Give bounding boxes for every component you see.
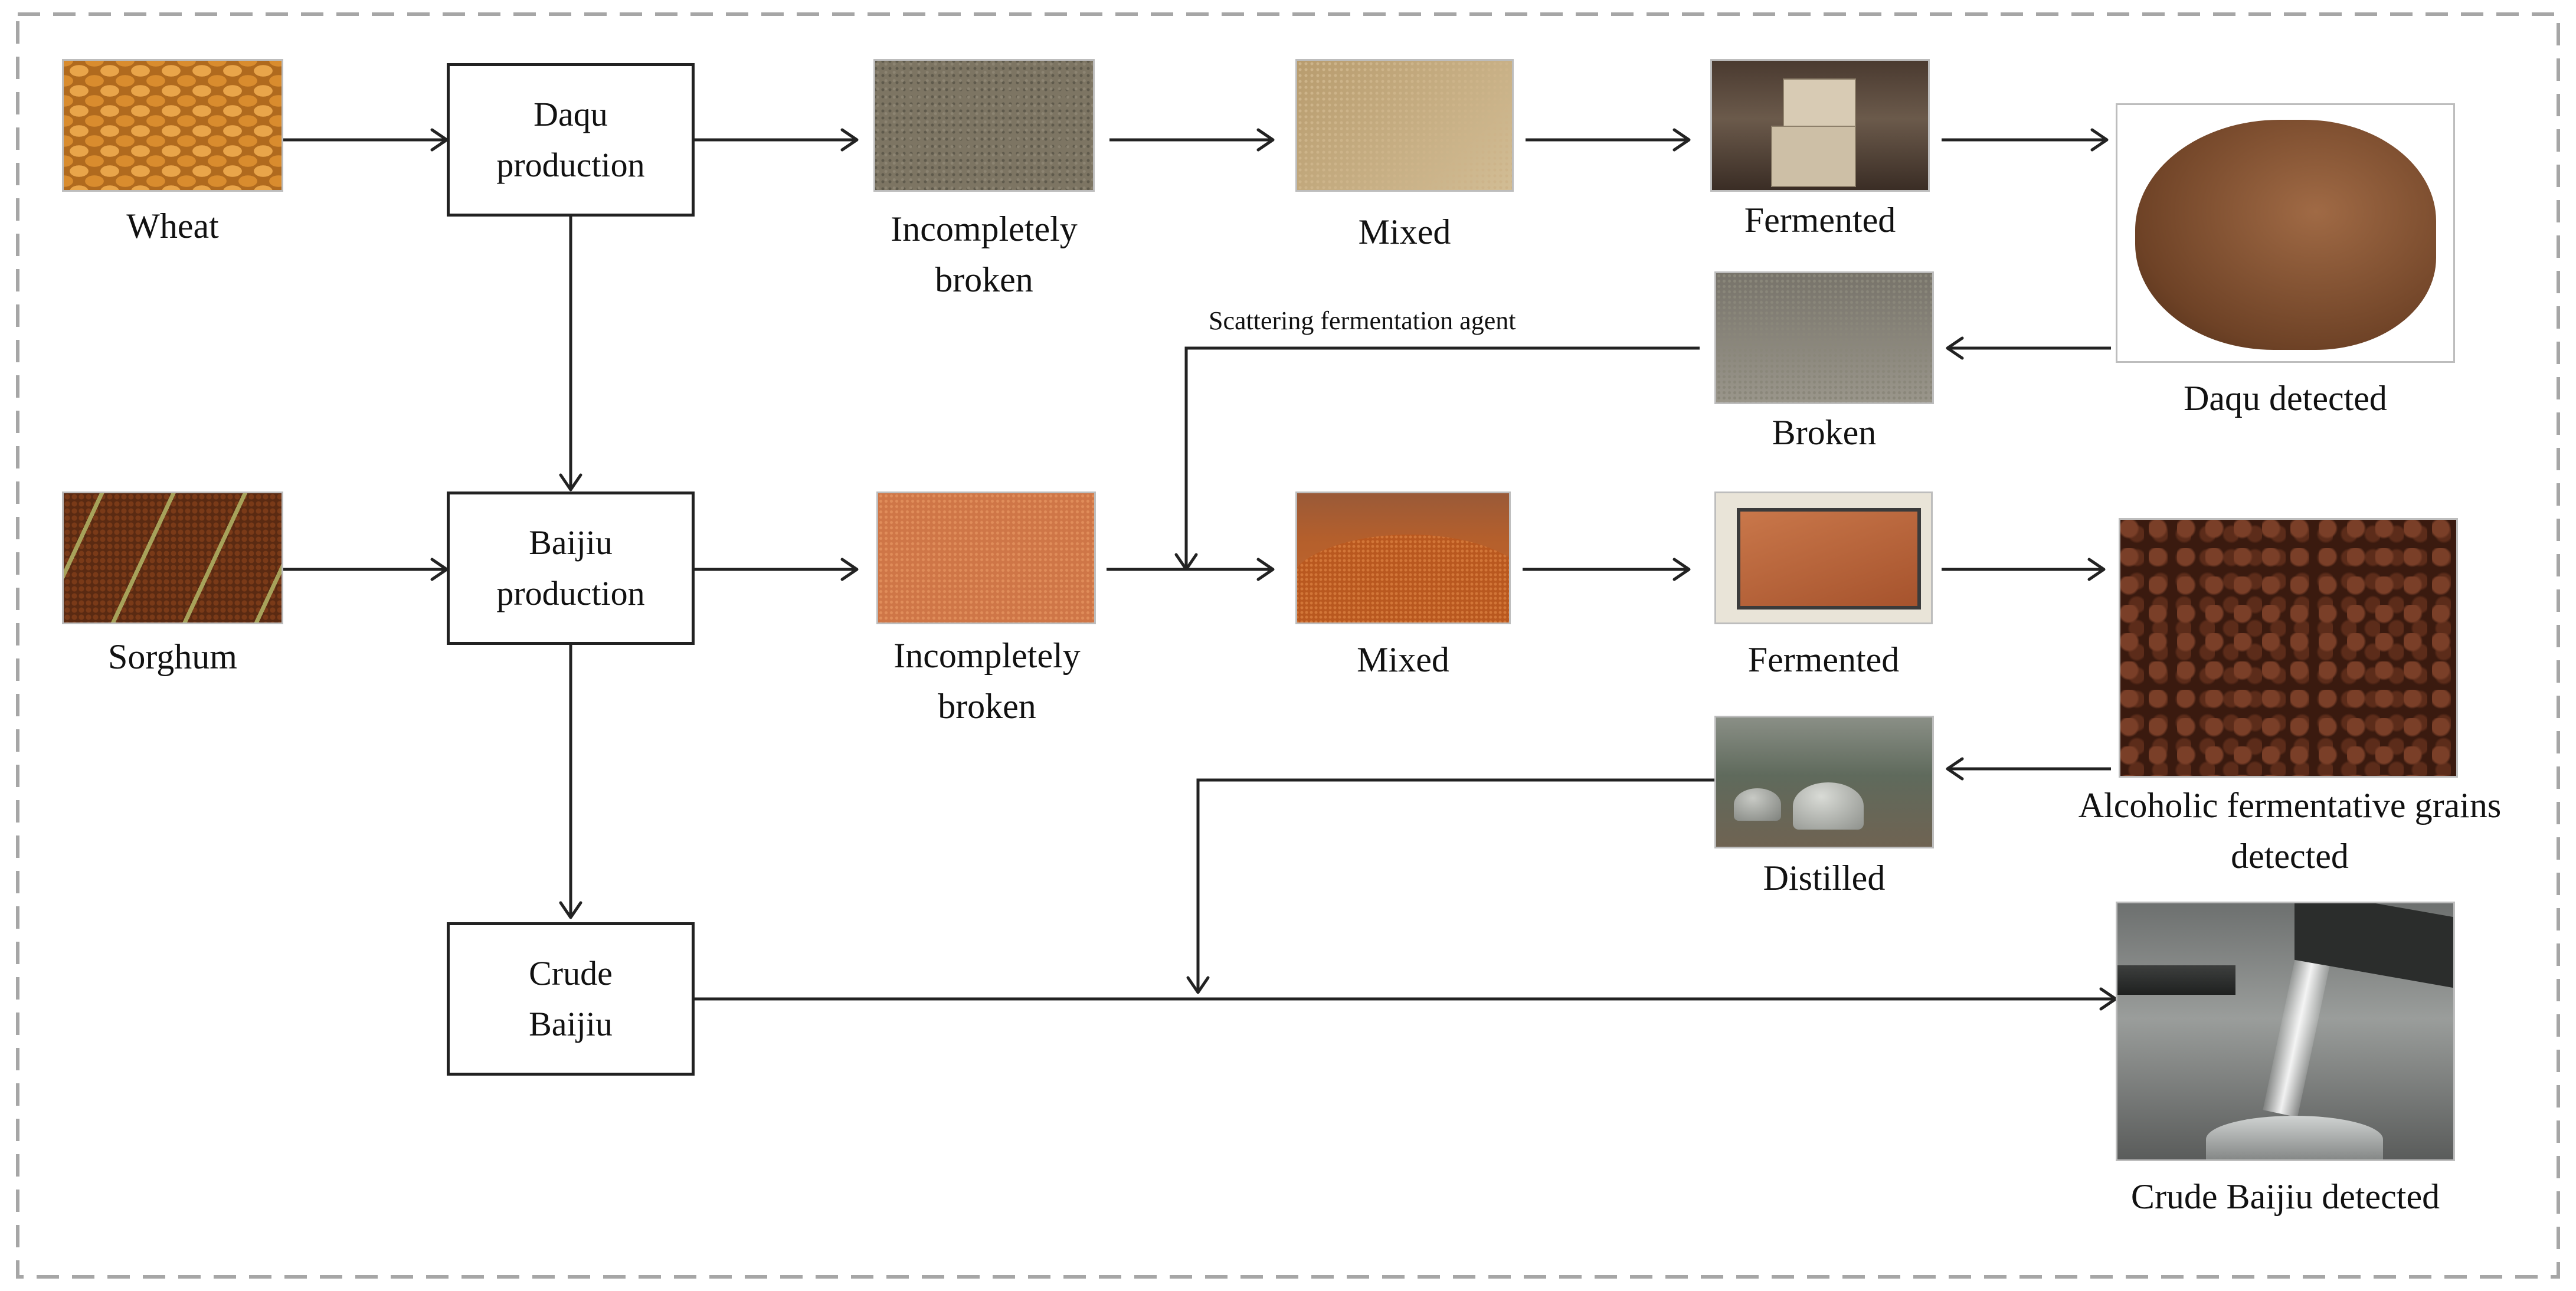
distilled-label: Distilled (1763, 859, 1886, 897)
daqu-fermented-photo (1710, 59, 1930, 192)
crude-baijiu-detected-photo (2116, 902, 2455, 1161)
daqu-fermented-label: Fermented (1744, 201, 1896, 240)
wheat-label: Wheat (126, 207, 219, 245)
daqu-production-box: Daqu production (447, 63, 695, 217)
sorghum-photo (62, 492, 283, 624)
crude-baijiu-label: Crude Baijiu (529, 954, 613, 1043)
daqu-detected-photo (2116, 103, 2455, 363)
broken-photo (1714, 271, 1934, 404)
daqu-production-label: Daqu production (496, 95, 645, 184)
outer-frame (16, 12, 2560, 1279)
baijiu-production-box: Baijiu production (447, 492, 695, 645)
sorghum-fermented-label: Fermented (1747, 640, 1900, 679)
sorghum-mixed-label: Mixed (1357, 640, 1449, 679)
arrow-scatter-agent (1184, 346, 1700, 569)
sorghum-mixed-photo (1295, 492, 1511, 624)
baijiu-production-label: Baijiu production (496, 523, 645, 612)
sorghum-fermented-photo (1714, 492, 1933, 624)
grains-detected-label: Alcoholic fermentative grains detected (2078, 786, 2502, 876)
daqu-incompletely-broken-label: Incompletely broken (891, 209, 1078, 299)
daqu-mixed-label: Mixed (1358, 212, 1451, 251)
grains-detected-photo (2119, 518, 2458, 778)
broken-label: Broken (1772, 413, 1877, 452)
daqu-mixed-photo (1295, 59, 1514, 192)
daqu-detected-label: Daqu detected (2184, 379, 2387, 418)
distilled-photo (1714, 716, 1934, 848)
daqu-broken-photo (873, 59, 1095, 192)
crude-baijiu-detected-label: Crude Baijiu detected (2130, 1177, 2440, 1216)
arrow-distilled-to-crude-line (1196, 778, 1714, 992)
wheat-photo (62, 59, 283, 192)
baijiu-incompletely-broken-label: Incompletely broken (893, 636, 1081, 726)
crude-baijiu-box: Crude Baijiu (447, 922, 695, 1076)
sorghum-label: Sorghum (108, 637, 237, 676)
sorghum-broken-photo (876, 492, 1096, 624)
scattering-agent-label: Scattering fermentation agent (1209, 306, 1516, 335)
